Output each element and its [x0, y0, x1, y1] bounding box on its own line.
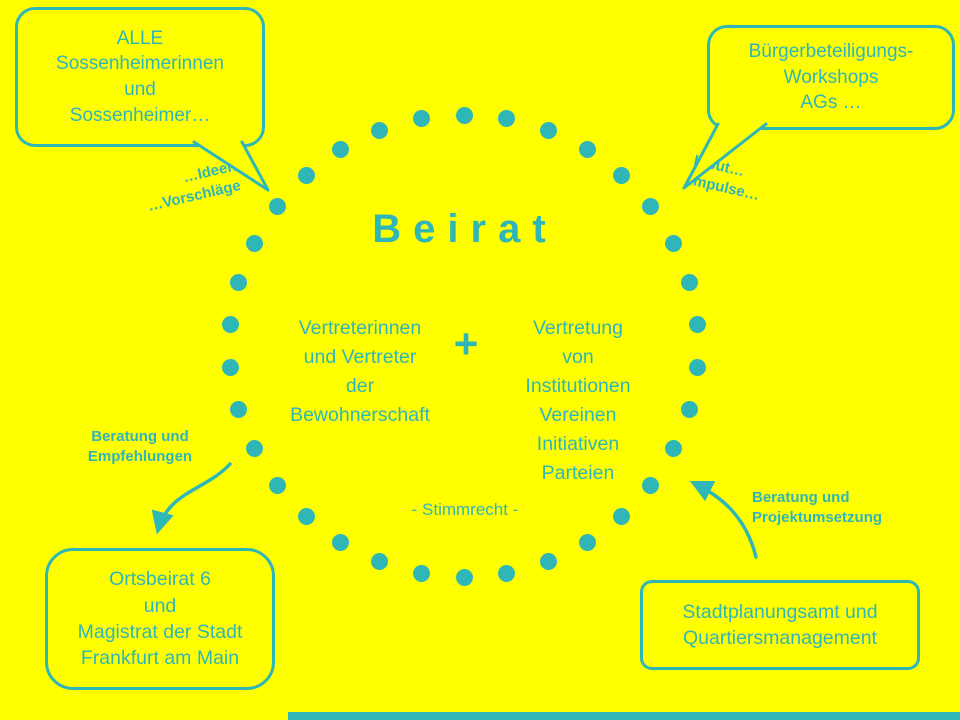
ring-dot: [412, 110, 430, 128]
ring-dot: [230, 400, 248, 418]
ring-dot: [578, 533, 596, 551]
ring-dot: [246, 440, 264, 458]
ring-dot: [613, 508, 631, 526]
ring-dot: [455, 568, 473, 586]
ring-dot: [370, 552, 388, 570]
label-advice-recommendations: Beratung und Empfehlungen: [87, 428, 193, 466]
callout-stadtplanungsamt: Stadtplanungsamt und Quartiersmanagement: [640, 580, 920, 670]
ring-dot: [332, 141, 350, 159]
ring-dot: [268, 198, 286, 216]
ring-dot: [680, 400, 698, 418]
ring-dot: [688, 358, 706, 376]
ring-dot: [642, 476, 660, 494]
callout-workshops: Bürgerbeteiligungs- Workshops AGs …: [707, 25, 955, 130]
ring-dot: [297, 508, 315, 526]
ring-dot: [370, 122, 388, 140]
institution-representatives-text: Vertretung von Institutionen Vereinen In…: [525, 317, 631, 484]
ring-dot: [498, 564, 516, 582]
ring-dot: [222, 358, 240, 376]
ring-dot: [540, 552, 558, 570]
ring-dot: [297, 166, 315, 184]
ring-dot: [664, 440, 682, 458]
ring-dot: [246, 234, 264, 252]
ring-dot: [498, 110, 516, 128]
ring-dot: [230, 274, 248, 292]
ring-dot: [613, 166, 631, 184]
callout-all-residents: ALLE Sossenheimerinnen und Sossenheimer…: [15, 7, 265, 147]
resident-representatives-text: Vertreterinnen und Vertreter der Bewohne…: [290, 317, 430, 426]
label-advice-implementation: Beratung und Projektumsetzung: [752, 489, 883, 527]
diagram-title: Beirat: [372, 207, 558, 251]
voting-rights-note: - Stimmrecht -: [411, 500, 519, 519]
footer-bar: [288, 712, 960, 720]
ring-dot: [540, 122, 558, 140]
plus-sign: +: [453, 320, 479, 367]
ring-dot: [268, 476, 286, 494]
ring-dot: [680, 274, 698, 292]
ring-dot: [412, 564, 430, 582]
ring-dot: [455, 106, 473, 124]
ring-dot: [642, 198, 660, 216]
callout-ortsbeirat-magistrat: Ortsbeirat 6 und Magistrat der Stadt Fra…: [45, 548, 275, 690]
ring-dot: [688, 316, 706, 334]
ring-dot: [664, 234, 682, 252]
ring-dot: [332, 533, 350, 551]
ring-dot: [222, 316, 240, 334]
ring-dot: [578, 141, 596, 159]
